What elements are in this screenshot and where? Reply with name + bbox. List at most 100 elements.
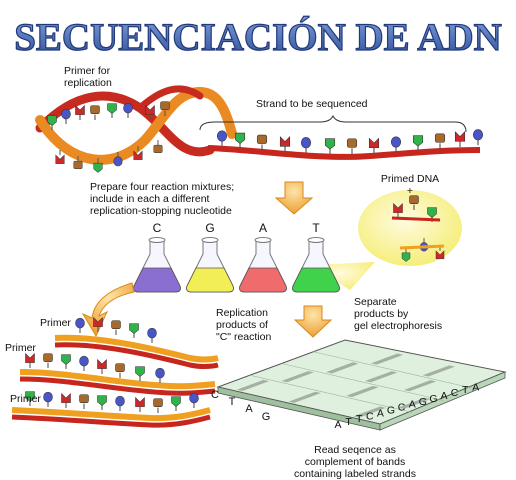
nucleotide-base (434, 133, 446, 150)
nucleotide-base (160, 101, 170, 116)
read-sequence-letter: A (440, 390, 447, 402)
read-sequence-letter: A (472, 381, 479, 393)
helix-strand-red-2 (136, 85, 204, 112)
gel-band (398, 397, 431, 409)
gel-band (370, 353, 404, 365)
nucleotide-base (145, 104, 155, 120)
flask-letter-g: G (205, 221, 214, 235)
nucleotide-base (79, 355, 89, 371)
label-primed-dna: Primed DNA + (380, 173, 440, 197)
gel-lane-letter: C (211, 389, 219, 401)
label-replication-products: Replication products of "C" reaction (216, 307, 272, 343)
nucleotide-base (153, 398, 163, 413)
gel-band (365, 371, 398, 383)
page-title: SECUENCIACIÓN DE ADN (14, 15, 502, 59)
read-sequence-letter: T (356, 413, 363, 425)
label-primer-1: Primer (40, 317, 71, 329)
nucleotide-base (25, 352, 35, 368)
gel-band (422, 365, 456, 377)
gel-band (346, 385, 379, 398)
nucleotide-base (97, 395, 107, 410)
gel-band (236, 379, 270, 392)
label-primer-2: Primer (5, 342, 36, 354)
strand-bases (216, 129, 484, 154)
helix-bases (47, 101, 170, 173)
read-sequence-letter: A (409, 399, 416, 411)
down-arrow-1 (274, 181, 314, 215)
gel-band (326, 362, 359, 374)
nucleotide-base (93, 316, 103, 332)
dna-double-helix (35, 85, 237, 165)
gel-lane-letter: T (229, 396, 236, 408)
nucleotide-base (47, 115, 57, 130)
nucleotide-base (135, 366, 145, 381)
product-bases (25, 316, 199, 413)
label-primer-3: Primer (10, 393, 41, 405)
nucleotide-base (155, 367, 165, 383)
nucleotide-base (216, 130, 228, 147)
nucleotide-base (61, 354, 71, 369)
nucleotide-base (90, 105, 100, 120)
read-sequence-letter: G (429, 393, 437, 405)
read-sequence-letter: C (398, 402, 406, 414)
read-sequence-letter: C (451, 387, 459, 399)
label-prepare-mixtures: Prepare four reaction mixtures; include … (90, 181, 235, 217)
gel-band (288, 391, 321, 403)
nucleotide-base (43, 391, 53, 407)
nucleotide-base (454, 131, 466, 148)
flask-a (239, 237, 287, 293)
nucleotide-base (61, 392, 71, 408)
read-sequence-letter: A (334, 419, 341, 431)
nucleotide-base (472, 129, 484, 146)
gel-band (281, 371, 314, 383)
nucleotide-base (123, 102, 133, 118)
flask-g (186, 237, 234, 293)
nucleotide-base (153, 140, 163, 154)
nucleotide-base (93, 158, 103, 173)
strand-bracket (199, 114, 467, 133)
nucleotide-base (115, 395, 125, 411)
template-strand (207, 145, 481, 160)
down-arrow-2 (293, 305, 333, 338)
read-sequence-letter: G (419, 396, 427, 408)
read-sequence-letter: T (462, 384, 469, 396)
nucleotide-base (300, 137, 312, 154)
flask-letter-a: A (259, 221, 267, 235)
flask-letter-c: C (153, 221, 162, 235)
nucleotide-base (189, 392, 199, 408)
nucleotide-base (324, 138, 336, 154)
nucleotide-base (346, 138, 358, 154)
read-sequence-letter: T (345, 416, 352, 428)
gel-band (353, 406, 386, 418)
nucleotide-base (412, 135, 424, 151)
nucleotide-base (107, 103, 117, 118)
nucleotide-base (147, 327, 157, 343)
flask-t (292, 237, 340, 293)
nucleotide-base (390, 136, 402, 153)
read-sequence-letter: A (377, 407, 384, 419)
nucleotide-base (234, 132, 246, 149)
nucleotide-base (75, 104, 85, 120)
bubble-bases (391, 195, 445, 262)
nucleotide-base (129, 323, 139, 338)
nucleotide-base (79, 394, 89, 409)
read-sequence-letter: C (366, 410, 374, 422)
nucleotide-base (135, 396, 145, 412)
nucleotide-base (73, 156, 83, 170)
primed-dna-bubble (312, 190, 462, 290)
nucleotide-base (43, 353, 53, 368)
nucleotide-base (133, 146, 143, 160)
gel-lane-letter: G (262, 411, 271, 423)
gel-lane-letter: A (245, 403, 253, 415)
curved-arrow-left (81, 282, 135, 338)
label-primer-for-replication: Primer for replication (64, 65, 112, 89)
helix-strand-orange (35, 86, 237, 165)
nucleotide-base (61, 108, 71, 124)
nucleotide-base (75, 317, 85, 333)
gel-band (403, 380, 437, 392)
nucleotide-base (55, 150, 65, 164)
